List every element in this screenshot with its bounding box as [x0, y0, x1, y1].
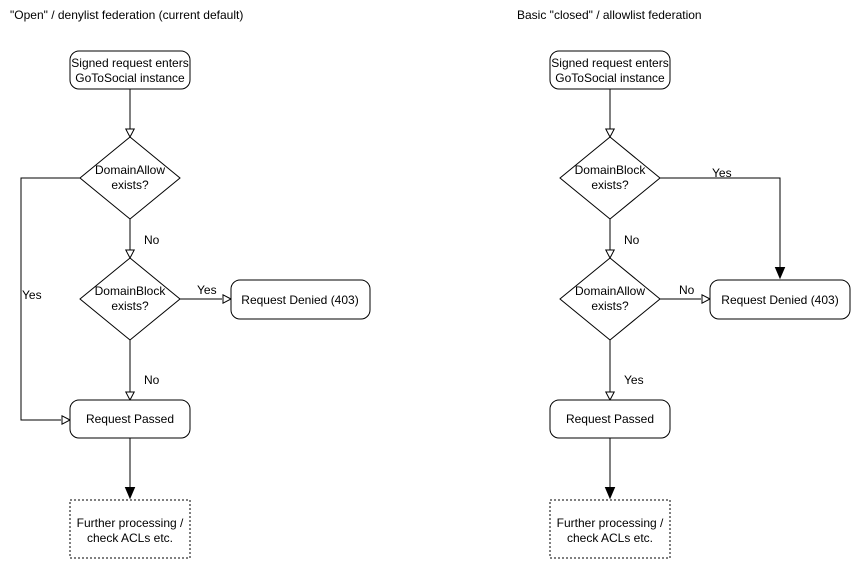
open-arrowhead-icon [61, 414, 72, 426]
start-node-label-line2: GoToSocial instance [555, 71, 665, 85]
decision-domainallow-label-line1: DomainAllow [575, 284, 645, 298]
flow-title: "Open" / denylist federation (current de… [10, 8, 243, 22]
flow-title: Basic "closed" / allowlist federation [517, 8, 702, 22]
decision-domainblock-label-line2: exists? [111, 299, 149, 313]
decision-domainblock-label-line2: exists? [591, 178, 629, 192]
edge-decision1-yes-to-denied [660, 177, 781, 268]
start-node-label-line1: Signed request enters [551, 56, 668, 70]
open-arrowhead-icon [604, 249, 616, 260]
request-denied-label: Request Denied (403) [721, 293, 838, 307]
open-arrowhead-icon [124, 391, 136, 402]
request-denied-node [230, 279, 371, 320]
decision-domainallow-label-line2: exists? [111, 178, 149, 192]
further-processing-label-line2: check ACLs etc. [567, 531, 653, 545]
decision-domainblock-label-line1: DomainBlock [95, 284, 167, 298]
edge-decision1-yes-to-passed [20, 177, 80, 421]
request-denied-label: Request Denied (403) [241, 293, 358, 307]
open-arrowhead-icon [222, 293, 233, 305]
edge-label-no: No [679, 283, 695, 297]
further-processing-node [69, 499, 191, 559]
solid-arrowhead-icon [774, 267, 786, 280]
solid-arrowhead-icon [604, 487, 616, 500]
request-passed-label: Request Passed [86, 412, 174, 426]
edge-label-no: No [624, 233, 640, 247]
flow-closed-allowlist: Basic "closed" / allowlist federation Si… [517, 8, 851, 559]
further-processing-label-line1: Further processing / [77, 516, 184, 530]
edge-label-no: No [144, 233, 160, 247]
solid-arrowhead-icon [124, 487, 136, 500]
edge-label-yes: Yes [197, 283, 217, 297]
open-arrowhead-icon [124, 249, 136, 260]
request-denied-node [709, 279, 851, 320]
request-passed-label: Request Passed [566, 412, 654, 426]
edge-label-yes: Yes [712, 166, 732, 180]
further-processing-label-line2: check ACLs etc. [87, 531, 173, 545]
further-processing-label-line1: Further processing / [557, 516, 664, 530]
start-node-label-line1: Signed request enters [71, 56, 188, 70]
edge-label-yes: Yes [624, 373, 644, 387]
start-node-label-line2: GoToSocial instance [75, 71, 185, 85]
open-arrowhead-icon [701, 293, 712, 305]
decision-domainallow-label-line1: DomainAllow [95, 163, 165, 177]
open-arrowhead-icon [604, 391, 616, 402]
decision-domainallow-label-line2: exists? [591, 299, 629, 313]
edge-label-yes: Yes [22, 288, 42, 302]
flow-open-denylist: "Open" / denylist federation (current de… [10, 8, 371, 559]
open-arrowhead-icon [604, 128, 616, 139]
decision-domainblock-label-line1: DomainBlock [575, 163, 647, 177]
further-processing-node [549, 499, 671, 559]
open-arrowhead-icon [124, 128, 136, 139]
edge-label-no: No [144, 373, 160, 387]
